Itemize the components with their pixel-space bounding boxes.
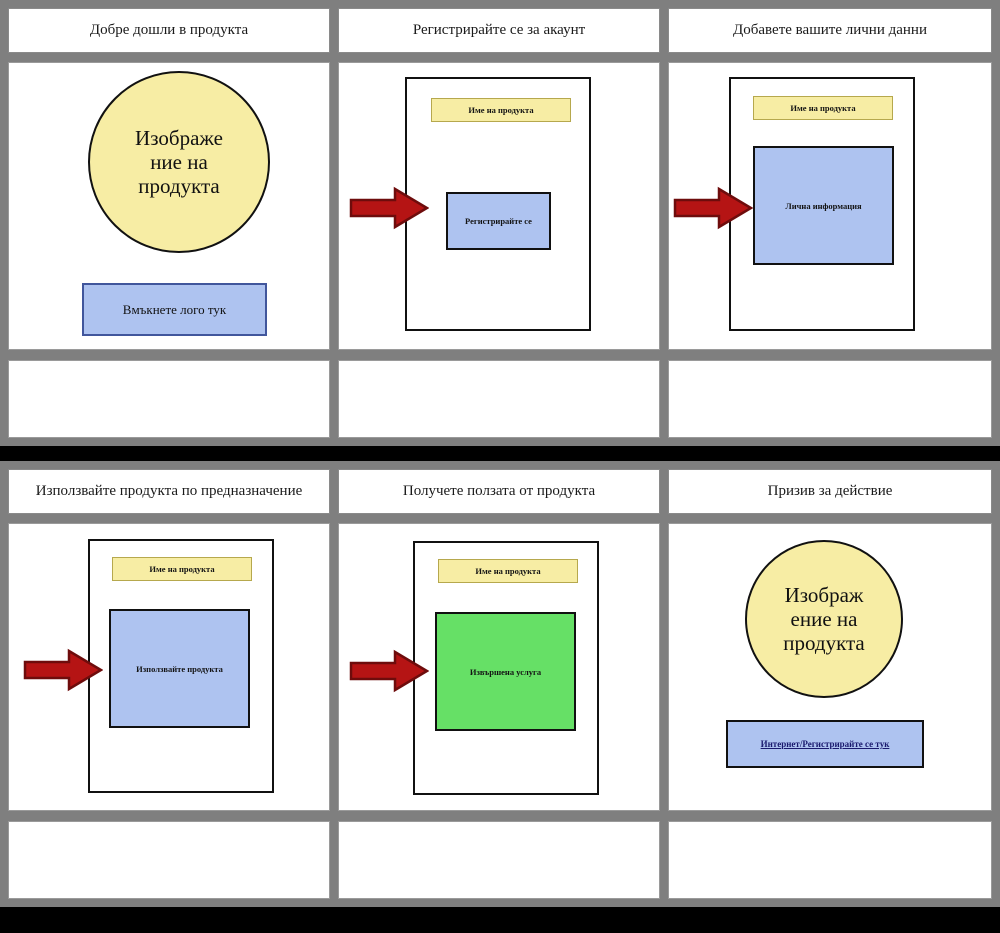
product-name-bar: Име на продукта — [431, 98, 571, 122]
product-image-circle-label: Изображе ние на продукта — [135, 125, 223, 199]
storyboard-frame-1[interactable]: Добре дошли в продукта Изображе ние на п… — [8, 0, 330, 446]
frame-6-canvas[interactable]: Изображ ение на продукта Интернет/Регист… — [668, 523, 992, 811]
signup-here-link[interactable]: Интернет/Регистрирайте се тук — [760, 739, 890, 749]
flow-arrow-right-icon — [349, 649, 429, 693]
product-name-bar: Име на продукта — [438, 559, 578, 583]
frame-6-title: Призив за действие — [668, 469, 992, 514]
use-product-box[interactable]: Използвайте продукта — [109, 609, 250, 728]
frame-4-caption[interactable] — [8, 821, 330, 899]
frame-5-title: Получете ползата от продукта — [338, 469, 660, 514]
flow-arrow-right-icon — [673, 186, 753, 230]
product-name-bar: Име на продукта — [112, 557, 252, 581]
product-image-circle: Изображ ение на продукта — [745, 540, 903, 698]
storyboard-frame-2[interactable]: Регистрирайте се за акаунт Име на продук… — [338, 0, 660, 446]
insert-logo-box[interactable]: Вмъкнете лого тук — [82, 283, 267, 336]
storyboard-frame-4[interactable]: Използвайте продукта по предназначение И… — [8, 461, 330, 907]
personal-info-box[interactable]: Лична информация — [753, 146, 894, 265]
device-screen-frame: Име на продукта Регистрирайте се — [405, 77, 591, 331]
product-image-circle: Изображе ние на продукта — [88, 71, 270, 253]
signup-button-box[interactable]: Регистрирайте се — [446, 192, 551, 250]
storyboard-frame-6[interactable]: Призив за действие Изображ ение на проду… — [668, 461, 992, 907]
frame-1-canvas[interactable]: Изображе ние на продукта Вмъкнете лого т… — [8, 62, 330, 350]
frame-3-title: Добавете вашите лични данни — [668, 8, 992, 53]
frame-2-title: Регистрирайте се за акаунт — [338, 8, 660, 53]
frame-3-caption[interactable] — [668, 360, 992, 438]
frame-3-canvas[interactable]: Име на продукта Лична информация — [668, 62, 992, 350]
call-to-action-box[interactable]: Интернет/Регистрирайте се тук — [726, 720, 924, 768]
storyboard-row-1: Добре дошли в продукта Изображе ние на п… — [0, 0, 1000, 446]
frame-4-canvas[interactable]: Име на продукта Използвайте продукта — [8, 523, 330, 811]
frame-6-caption[interactable] — [668, 821, 992, 899]
frame-2-canvas[interactable]: Име на продукта Регистрирайте се — [338, 62, 660, 350]
frame-2-caption[interactable] — [338, 360, 660, 438]
device-screen-frame: Име на продукта Лична информация — [729, 77, 915, 331]
frame-5-caption[interactable] — [338, 821, 660, 899]
product-name-bar: Име на продукта — [753, 96, 893, 120]
flow-arrow-right-icon — [23, 648, 103, 692]
device-screen-frame: Име на продукта Извършена услуга — [413, 541, 599, 795]
frame-4-title: Използвайте продукта по предназначение — [8, 469, 330, 514]
frame-1-title: Добре дошли в продукта — [8, 8, 330, 53]
frame-1-caption[interactable] — [8, 360, 330, 438]
frame-5-canvas[interactable]: Име на продукта Извършена услуга — [338, 523, 660, 811]
device-screen-frame: Име на продукта Използвайте продукта — [88, 539, 274, 793]
flow-arrow-right-icon — [349, 186, 429, 230]
storyboard-frame-5[interactable]: Получете ползата от продукта Име на прод… — [338, 461, 660, 907]
storyboard-frame-3[interactable]: Добавете вашите лични данни Име на проду… — [668, 0, 992, 446]
product-image-circle-label: Изображ ение на продукта — [783, 582, 865, 656]
service-completed-box[interactable]: Извършена услуга — [435, 612, 576, 731]
storyboard-row-2: Използвайте продукта по предназначение И… — [0, 461, 1000, 907]
